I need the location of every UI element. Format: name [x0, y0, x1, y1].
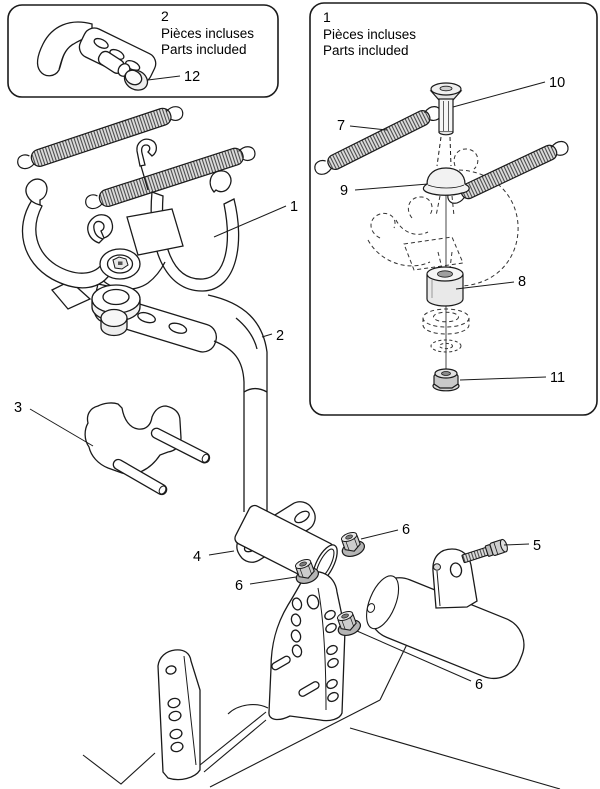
- part-bushing-8: [426, 266, 464, 307]
- callout-label-6c: 6: [475, 677, 483, 693]
- part-knob-12: [123, 69, 149, 91]
- callout-label-7: 7: [337, 118, 345, 134]
- box2-number: 2: [161, 8, 169, 24]
- callout-label-4: 4: [193, 549, 201, 565]
- leader-line-7: [349, 125, 388, 131]
- leader-line-6a: [360, 529, 399, 540]
- callout-label-1: 1: [290, 199, 298, 215]
- leader-line-6c: [356, 630, 472, 682]
- inset-box-parts-included-1: 1 Pièces incluses Parts included: [309, 2, 598, 416]
- part-spring-7b: [447, 140, 569, 204]
- leader-line-5: [503, 543, 530, 546]
- part-arm-tube-2: [207, 294, 268, 512]
- callout-label-5: 5: [533, 538, 541, 554]
- box1-label-en: Parts included: [323, 43, 409, 58]
- part-pivot-sleeve-4: [234, 501, 338, 584]
- callout-label-12: 12: [184, 69, 200, 85]
- part-side-bracket: [157, 649, 267, 781]
- box2-label-en: Parts included: [161, 42, 247, 57]
- washer-dashed: [422, 308, 470, 335]
- box1-label-fr: Pièces incluses: [323, 27, 416, 42]
- part-spring-7: [314, 106, 442, 175]
- part-spring-right: [85, 146, 256, 210]
- part-bolt-5: [461, 538, 508, 564]
- part-spring-left: [17, 106, 184, 170]
- part-bolt-10: [429, 82, 463, 167]
- star-washer-dashed: [430, 339, 462, 353]
- callout-labels: 1 2 3 4 5 6 6 6 7 8 9 10 11 12: [14, 69, 565, 693]
- box1-number: 1: [323, 9, 331, 25]
- callout-label-9: 9: [340, 183, 348, 199]
- callout-label-6a: 6: [402, 522, 410, 538]
- leader-line-6b: [249, 576, 297, 585]
- callout-label-6b: 6: [235, 578, 243, 594]
- leader-line-1: [213, 205, 287, 238]
- callout-label-3: 3: [14, 400, 22, 416]
- leader-line-3: [29, 408, 94, 447]
- callout-leader-lines: [29, 75, 547, 682]
- leader-line-8: [455, 281, 515, 290]
- leader-line-2: [261, 333, 273, 338]
- inset-box-parts-included-2: 2 Pièces incluses Parts included: [7, 4, 279, 98]
- part-clamp-3: [84, 402, 211, 496]
- callout-label-2: 2: [276, 328, 284, 344]
- callout-label-11: 11: [550, 370, 565, 386]
- leader-line-4: [208, 550, 235, 556]
- leader-line-12: [147, 75, 181, 81]
- part-pivot-stack: [91, 284, 218, 353]
- leader-line-10: [452, 81, 546, 108]
- part-locknut-11: [432, 368, 460, 392]
- callout-label-8: 8: [518, 274, 526, 290]
- part-cone-washer-9: [422, 167, 470, 196]
- part-support-bracket: [227, 571, 346, 722]
- leader-line-9: [354, 183, 429, 191]
- box2-label-fr: Pièces incluses: [161, 26, 254, 41]
- callout-label-10: 10: [549, 75, 565, 91]
- part-flange-nut-6a: [336, 528, 368, 560]
- leader-line-11: [459, 376, 547, 381]
- part-tab-bracket: [432, 548, 478, 609]
